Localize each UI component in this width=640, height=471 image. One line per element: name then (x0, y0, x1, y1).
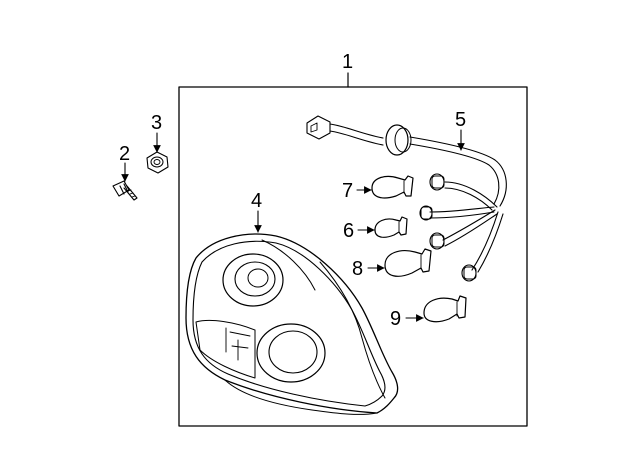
callout-7: 7 (342, 180, 353, 202)
bulb-9 (423, 295, 467, 323)
socket-middle (419, 205, 433, 221)
callout-3: 3 (151, 112, 162, 134)
tail-lamp-housing (185, 233, 399, 415)
wiring-harness (306, 115, 507, 282)
callout-8: 8 (352, 258, 363, 280)
callout-4: 4 (251, 190, 262, 212)
callout-1: 1 (342, 51, 353, 73)
bulb-6 (374, 216, 408, 238)
callout-9: 9 (390, 308, 401, 330)
socket-bottom (461, 264, 477, 282)
bulb-8 (384, 248, 432, 277)
callout-5: 5 (455, 109, 466, 131)
screw-part (112, 180, 138, 201)
socket-upper (429, 173, 445, 191)
callout-2: 2 (119, 143, 130, 165)
socket-lower (429, 232, 445, 250)
bulb-7 (371, 175, 414, 199)
nut-part (146, 151, 169, 174)
assembly-frame (178, 86, 528, 427)
callout-6: 6 (343, 220, 354, 242)
